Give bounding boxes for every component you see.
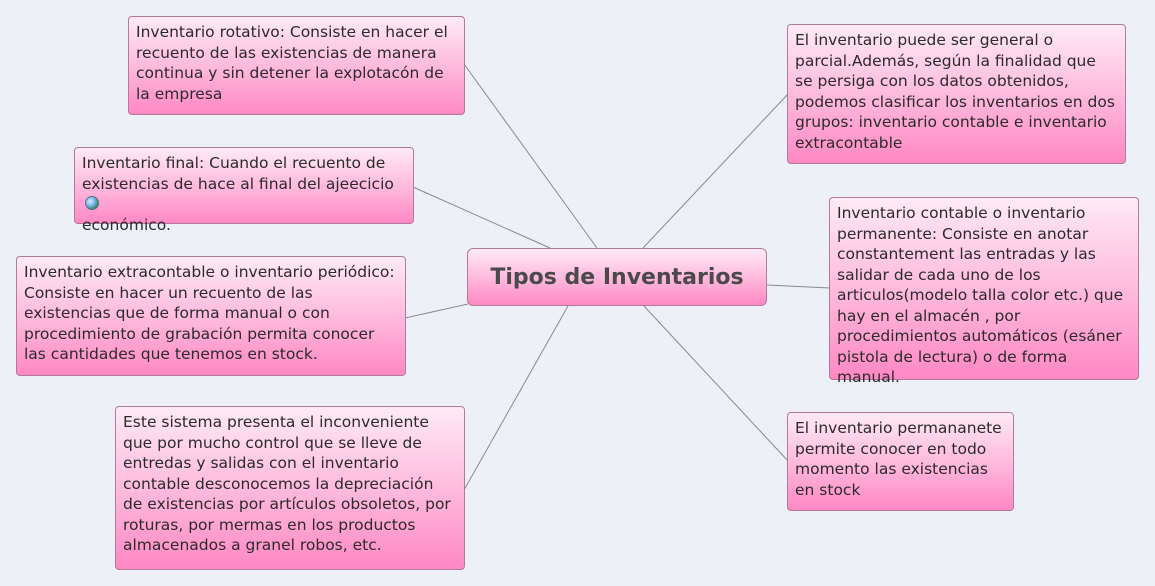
central-topic[interactable]: Tipos de Inventarios <box>467 248 767 306</box>
node-text: Este sistema presenta el inconveniente q… <box>123 413 451 554</box>
node-inconveniente[interactable]: Este sistema presenta el inconveniente q… <box>115 406 465 570</box>
node-text: Inventario rotativo: Consiste en hacer e… <box>136 23 448 103</box>
globe-icon <box>85 196 99 210</box>
node-inventario-contable[interactable]: Inventario contable o inventario permane… <box>829 197 1139 386</box>
node-inventario-permanente[interactable]: El inventario permananete permite conoce… <box>787 412 1014 511</box>
node-text: Inventario extracontable o inventario pe… <box>24 263 395 363</box>
connector-final <box>412 186 551 249</box>
node-text: Inventario final: Cuando el recuento de … <box>82 154 394 193</box>
central-topic-title: Tipos de Inventarios <box>490 264 744 290</box>
connector-extracontable <box>404 303 469 319</box>
connector-permanente <box>643 305 789 462</box>
connector-inconveniente <box>463 305 569 491</box>
node-text-tail: económico. <box>82 215 171 234</box>
node-inventario-rotativo[interactable]: Inventario rotativo: Consiste en hacer e… <box>128 16 465 115</box>
connector-general <box>642 93 789 249</box>
connector-contable <box>766 284 831 289</box>
node-inventario-general[interactable]: El inventario puede ser general o parcia… <box>787 24 1126 164</box>
node-text: Inventario contable o inventario permane… <box>837 204 1124 386</box>
node-inventario-final[interactable]: Inventario final: Cuando el recuento de … <box>74 147 414 234</box>
connector-rotativo <box>463 63 598 249</box>
node-text: El inventario puede ser general o parcia… <box>795 31 1115 152</box>
node-text: El inventario permananete permite conoce… <box>795 419 1002 499</box>
node-inventario-extracontable[interactable]: Inventario extracontable o inventario pe… <box>16 256 406 376</box>
